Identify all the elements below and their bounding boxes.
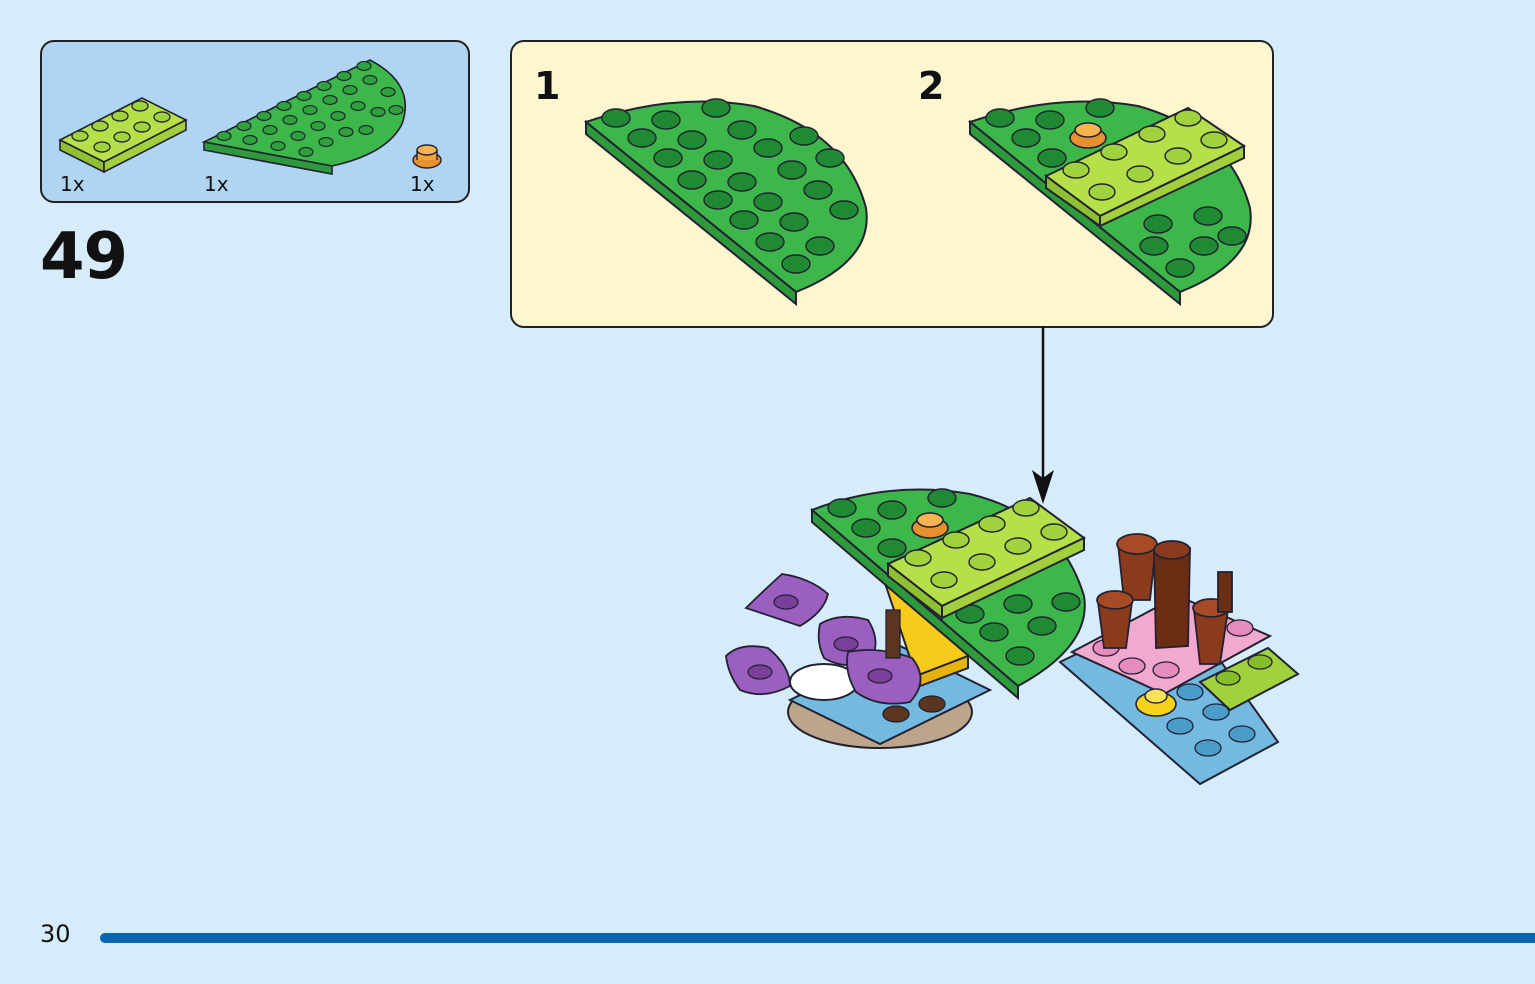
green-half-round-plate-icon — [201, 59, 406, 175]
placement-arrow — [1032, 326, 1054, 504]
part-quantity: 1x — [204, 172, 229, 196]
sub-assembly-box: 1 2 — [510, 40, 1274, 328]
progress-bar — [100, 933, 1535, 943]
substep-1-green-plate-icon — [583, 98, 868, 307]
substep-label: 1 — [534, 64, 561, 108]
substep-label: 2 — [918, 64, 945, 108]
part-quantity: 1x — [410, 172, 435, 196]
main-model-illustration — [725, 488, 1300, 786]
orange-round-stud-icon — [412, 144, 442, 169]
page-number: 30 — [40, 920, 71, 948]
lime-plate-2x4-icon — [58, 97, 188, 174]
parts-list-box: 1x 1x 1x — [40, 40, 470, 203]
step-number: 49 — [40, 220, 128, 294]
part-quantity: 1x — [60, 172, 85, 196]
substep-2-assembly-icon — [967, 98, 1252, 307]
